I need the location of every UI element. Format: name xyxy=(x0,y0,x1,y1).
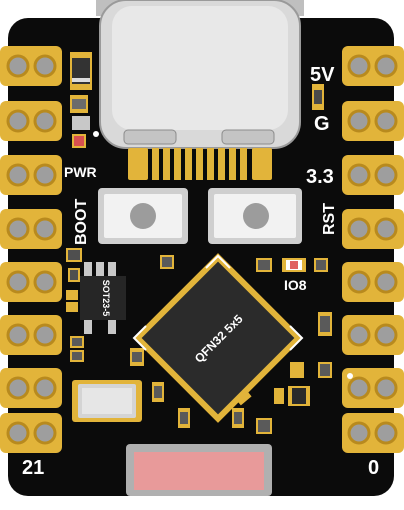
label-pin-0: 0 xyxy=(368,457,379,479)
tactile-button-icon xyxy=(243,203,269,229)
voltage-regulator: SOT23-5 xyxy=(66,248,126,334)
pad-right-5 xyxy=(342,262,404,302)
mcu-corner-marks xyxy=(132,254,304,351)
label-3v3: 3.3 xyxy=(306,166,334,188)
pad-right-1 xyxy=(342,46,404,86)
passive-components-right xyxy=(256,84,353,406)
left-header-pads xyxy=(0,46,62,453)
usb-solder-pads xyxy=(128,148,272,180)
label-boot: BOOT xyxy=(73,199,90,245)
crystal-oscillator xyxy=(72,380,142,422)
label-5v: 5V xyxy=(310,64,335,86)
regulator-marking: SOT23-5 xyxy=(101,280,111,317)
pad-right-4 xyxy=(342,209,404,249)
pad-left-1 xyxy=(0,46,62,86)
pad-left-4 xyxy=(0,209,62,249)
label-pwr: PWR xyxy=(64,164,97,180)
pad-left-7 xyxy=(0,368,62,408)
pad-right-2 xyxy=(342,101,404,141)
usb-c-connector-icon xyxy=(96,0,304,149)
top-left-components xyxy=(70,52,99,148)
pad-left-5 xyxy=(0,262,62,302)
label-rst: RST xyxy=(321,203,338,235)
boot-button[interactable] xyxy=(98,188,188,244)
pad-left-6 xyxy=(0,315,62,355)
pad-left-8 xyxy=(0,413,62,453)
pad-right-7 xyxy=(342,368,404,408)
pad-left-2 xyxy=(0,101,62,141)
passive-components-left xyxy=(70,255,174,366)
reset-button[interactable] xyxy=(208,188,302,244)
pad-right-6 xyxy=(342,315,404,355)
pad-left-3 xyxy=(0,155,62,195)
right-header-pads xyxy=(342,46,404,453)
chip-antenna xyxy=(126,444,272,496)
label-gnd: G xyxy=(314,113,330,135)
pad-right-3 xyxy=(342,155,404,195)
tactile-button-icon xyxy=(130,203,156,229)
label-pin-21: 21 xyxy=(22,457,44,479)
pad-right-8 xyxy=(342,413,404,453)
label-io8: IO8 xyxy=(284,277,307,293)
